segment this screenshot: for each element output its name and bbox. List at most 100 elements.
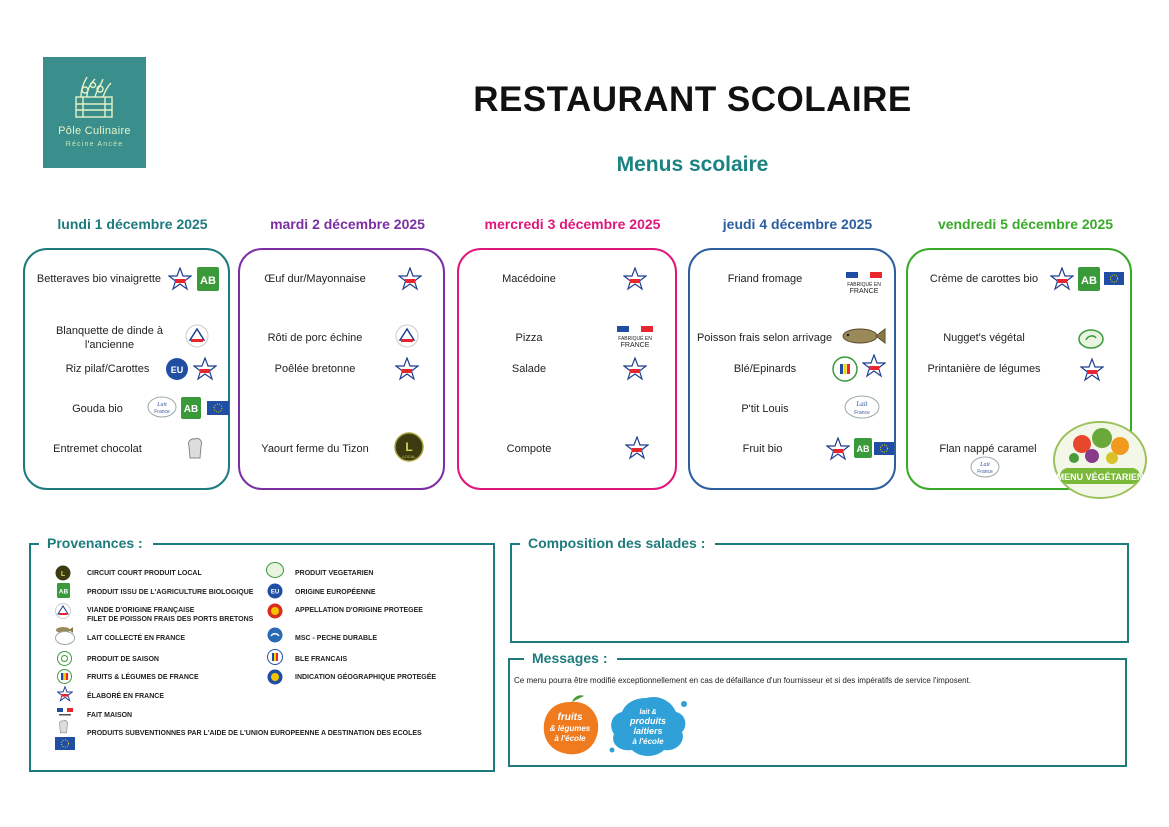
day-menu-tuesday: Œuf dur/Mayonnaise Rôti de porc échine P…: [238, 248, 445, 490]
dish-item: Nugget's végétal: [943, 332, 1025, 344]
vegetarien-icon: [266, 562, 284, 583]
dish-item: Blanquette de dinde à l'ancienne: [55, 325, 164, 351]
svg-text:Lait: Lait: [156, 402, 167, 408]
svg-text:laitiers: laitiers: [633, 726, 662, 736]
dish-item: Pizza: [515, 332, 543, 344]
ab-bio-icon: AB: [57, 583, 70, 603]
dish-item: Yaourt ferme du Tizon: [261, 443, 369, 455]
svg-text:produits: produits: [629, 716, 666, 726]
svg-text:à l'école: à l'école: [554, 734, 586, 743]
france-star-icon: [397, 266, 423, 296]
logo-line-1: Pôle Culinaire: [58, 125, 131, 137]
svg-text:à l'école: à l'école: [632, 737, 664, 746]
france-star-icon: [167, 266, 193, 296]
svg-text:AB: AB: [59, 589, 69, 596]
france-star-icon: [624, 435, 650, 465]
page-title: RESTAURANT SCOLAIRE: [473, 80, 912, 119]
dish-item: Poisson frais selon arrivage: [696, 332, 833, 344]
svg-text:L: L: [405, 440, 412, 454]
france-star-icon: [622, 356, 648, 386]
dish-item: Salade: [511, 363, 547, 375]
fait-maison-icon: [57, 719, 70, 739]
svg-text:AB: AB: [200, 275, 216, 287]
messages-text: Ce menu pourra être modifié exceptionnel…: [514, 676, 972, 685]
eu-origin-icon: EU: [267, 583, 283, 604]
salads-box: Composition des salades :: [510, 535, 1129, 643]
day-header-monday: lundi 1 décembre 2025: [57, 216, 208, 232]
france-star-icon: [56, 685, 74, 707]
legend-item: FRUITS & LÉGUMES DE FRANCE: [87, 674, 199, 681]
legend-item: FILET DE POISSON FRAIS DES PORTS BRETONS: [87, 616, 254, 623]
aop-icon: [267, 603, 283, 624]
svg-text:& légumes: & légumes: [550, 724, 591, 733]
legend-item: CIRCUIT COURT PRODUIT LOCAL: [87, 570, 202, 577]
ab-bio-icon: AB: [197, 267, 219, 296]
day-header-tuesday: mardi 2 décembre 2025: [270, 216, 425, 232]
dish-item: Betteraves bio vinaigrette: [36, 273, 162, 285]
messages-title: Messages :: [524, 650, 618, 666]
france-star-icon: [394, 356, 420, 386]
fabrique-france-icon: [57, 705, 73, 723]
menu-vegetarien-badge: MENU VÉGÉTARIEN: [1052, 416, 1148, 505]
svg-text:FRANCE: FRANCE: [850, 288, 879, 295]
svg-text:lait &: lait &: [639, 709, 656, 716]
dish-item: P'tit Louis: [741, 403, 789, 415]
france-star-icon: [1049, 266, 1075, 296]
day-menu-monday: Betteraves bio vinaigrette AB Blanquette…: [23, 248, 230, 490]
legend-item: APPELLATION D'ORIGINE PROTEGEE: [295, 607, 423, 614]
dish-item: Gouda bio: [72, 403, 123, 415]
svg-text:FABRIQUÉ EN: FABRIQUÉ EN: [618, 335, 652, 342]
svg-text:fruits: fruits: [558, 712, 583, 723]
legend-item: PRODUIT VEGETARIEN: [295, 570, 374, 577]
dish-item: Crème de carottes bio: [929, 273, 1039, 285]
legend-item: FAIT MAISON: [87, 712, 133, 719]
legend-item: ORIGINE EUROPÉENNE: [295, 589, 376, 596]
ab-bio-icon: AB: [181, 397, 201, 424]
legend-item: LAIT COLLECTÉ EN FRANCE: [87, 635, 185, 642]
day-menu-friday: Crème de carottes bio AB Nugget's végéta…: [906, 248, 1132, 490]
france-star-icon: [861, 353, 887, 383]
legend-item: PRODUITS SUBVENTIONNES PAR L'AIDE DE L'U…: [87, 730, 422, 737]
ab-bio-icon: AB: [1078, 267, 1100, 296]
dish-item: Macédoine: [502, 273, 556, 285]
dish-item: Flan nappé caramel: [939, 443, 1037, 455]
produit-saison-icon: [57, 651, 72, 671]
svg-text:Lait: Lait: [855, 400, 868, 408]
lait-produits-laitiers-ecole-logo: lait & produits laitiers à l'école: [606, 692, 690, 765]
viande-france-icon: [55, 603, 71, 624]
dish-item: Riz pilaf/Carottes: [65, 363, 150, 375]
viande-france-icon: [185, 324, 209, 353]
france-star-icon: [192, 356, 218, 386]
svg-text:FRANCE: FRANCE: [621, 342, 650, 349]
page-subtitle: Menus scolaire: [616, 153, 769, 176]
dish-item: Friand fromage: [727, 273, 803, 285]
legend-item: PRODUIT DE SAISON: [87, 656, 159, 663]
svg-text:AB: AB: [1081, 275, 1097, 287]
svg-text:EU: EU: [271, 590, 279, 596]
logo-line-2: Récine Ancée: [65, 141, 124, 148]
eu-flag-icon: [207, 401, 229, 420]
dish-item: Poêlée bretonne: [274, 363, 356, 375]
france-star-icon: [622, 266, 648, 296]
svg-text:AB: AB: [184, 404, 198, 415]
fruits-legumes-ecole-logo: fruits & légumes à l'école: [538, 692, 602, 763]
igp-icon: [267, 669, 283, 690]
legend-item: INDICATION GÉOGRAPHIQUE PROTEGÉE: [295, 674, 437, 681]
svg-text:EU: EU: [171, 365, 184, 375]
france-star-icon: [825, 436, 851, 466]
day-header-friday: vendredi 5 décembre 2025: [937, 216, 1114, 232]
ab-bio-icon: AB: [854, 438, 872, 463]
svg-text:MENU VÉGÉTARIEN: MENU VÉGÉTARIEN: [1057, 472, 1144, 482]
dish-item: Printanière de légumes: [927, 363, 1041, 375]
eu-flag-icon: [874, 442, 894, 460]
lait-france-icon: [55, 631, 75, 650]
svg-text:L: L: [61, 571, 66, 578]
ble-francais-icon: [830, 356, 860, 387]
ble-francais-icon: [267, 649, 283, 670]
legend-item: BLE FRANCAIS: [295, 656, 348, 663]
eu-flag-icon: [55, 737, 75, 755]
provenances-legend: Provenances : L CIRCUIT COURT PRODUIT LO…: [29, 535, 495, 772]
